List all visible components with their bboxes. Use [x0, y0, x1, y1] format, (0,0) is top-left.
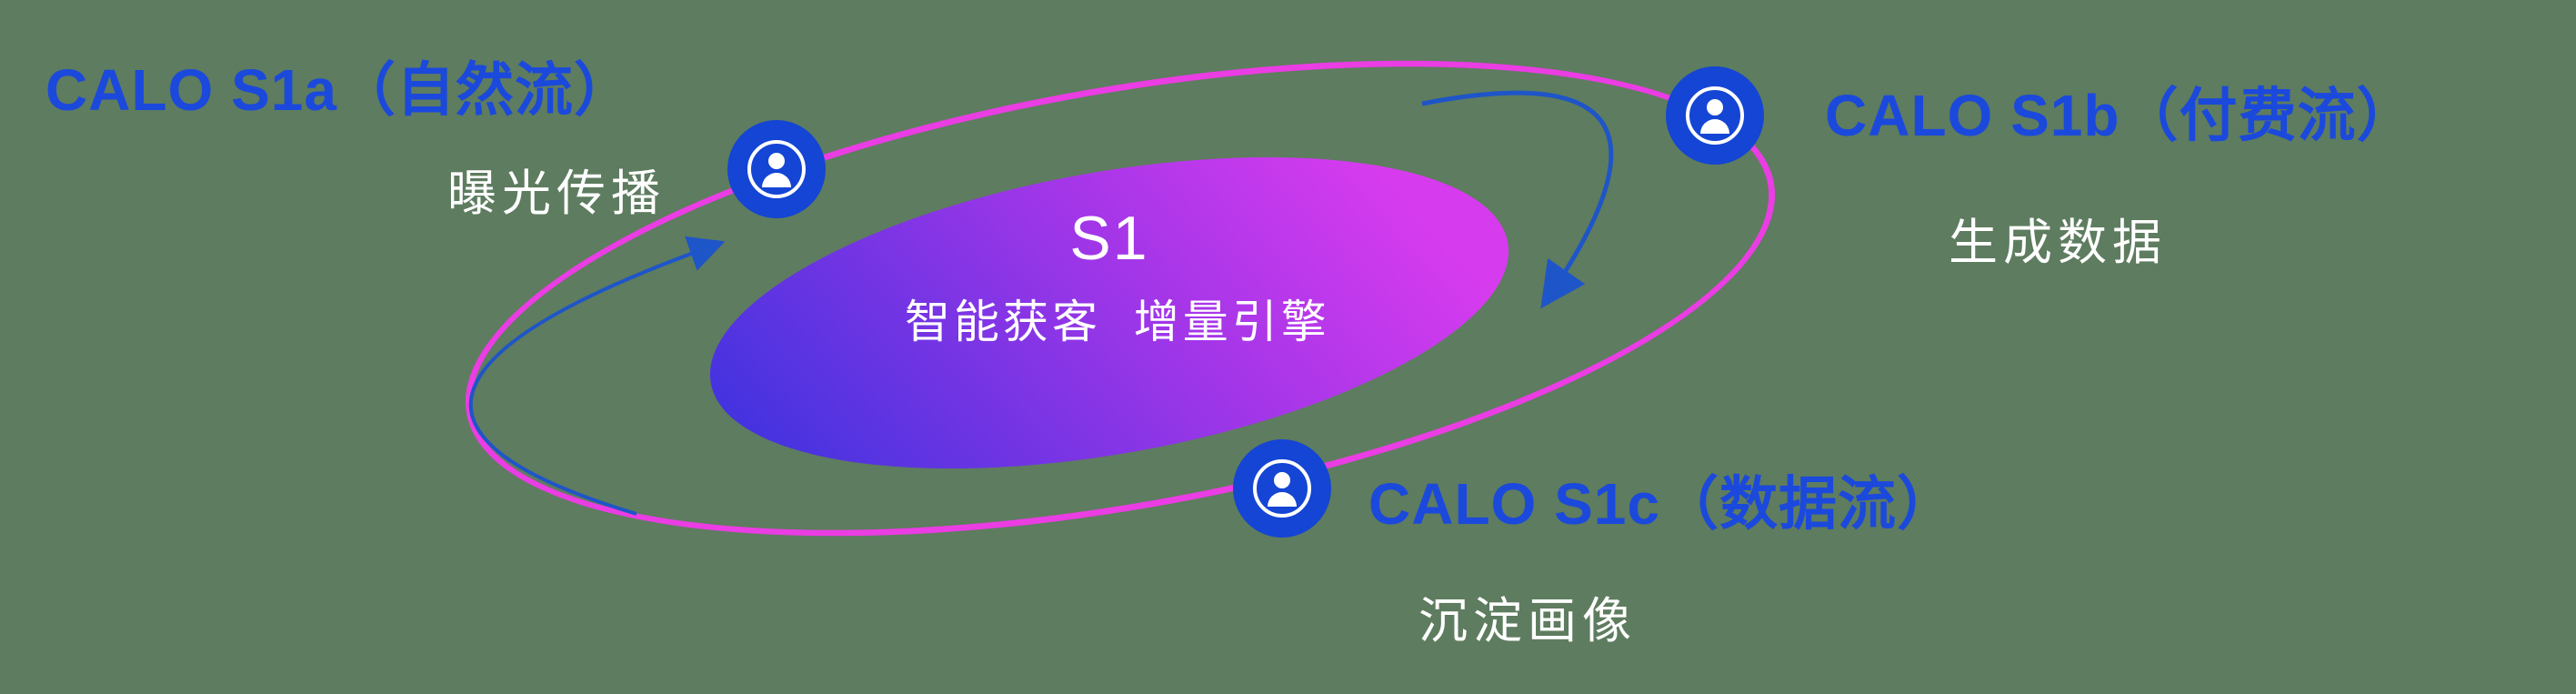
- user-icon: [1233, 439, 1331, 538]
- node-subtitle-s1a: 曝光传播: [447, 166, 666, 221]
- node-title-s1a: CALO S1a（自然流）: [45, 57, 633, 123]
- node-icon-s1b: [1666, 66, 1764, 165]
- node-icon-s1c: [1233, 439, 1331, 538]
- node-icon-s1a: [727, 120, 826, 218]
- node-title-s1c: CALO S1c（数据流）: [1368, 471, 1956, 537]
- node-title-s1b: CALO S1b（付费流）: [1825, 83, 2416, 148]
- core-subtitle: 智能获客 增量引擎: [905, 296, 1330, 347]
- user-icon: [1666, 66, 1764, 165]
- node-subtitle-s1b: 生成数据: [1949, 216, 2167, 270]
- core-title: S1: [1069, 204, 1149, 273]
- node-subtitle-s1c: 沉淀画像: [1418, 594, 1637, 649]
- core-text-block: S1 智能获客 增量引擎: [905, 204, 1330, 351]
- user-icon: [727, 120, 826, 218]
